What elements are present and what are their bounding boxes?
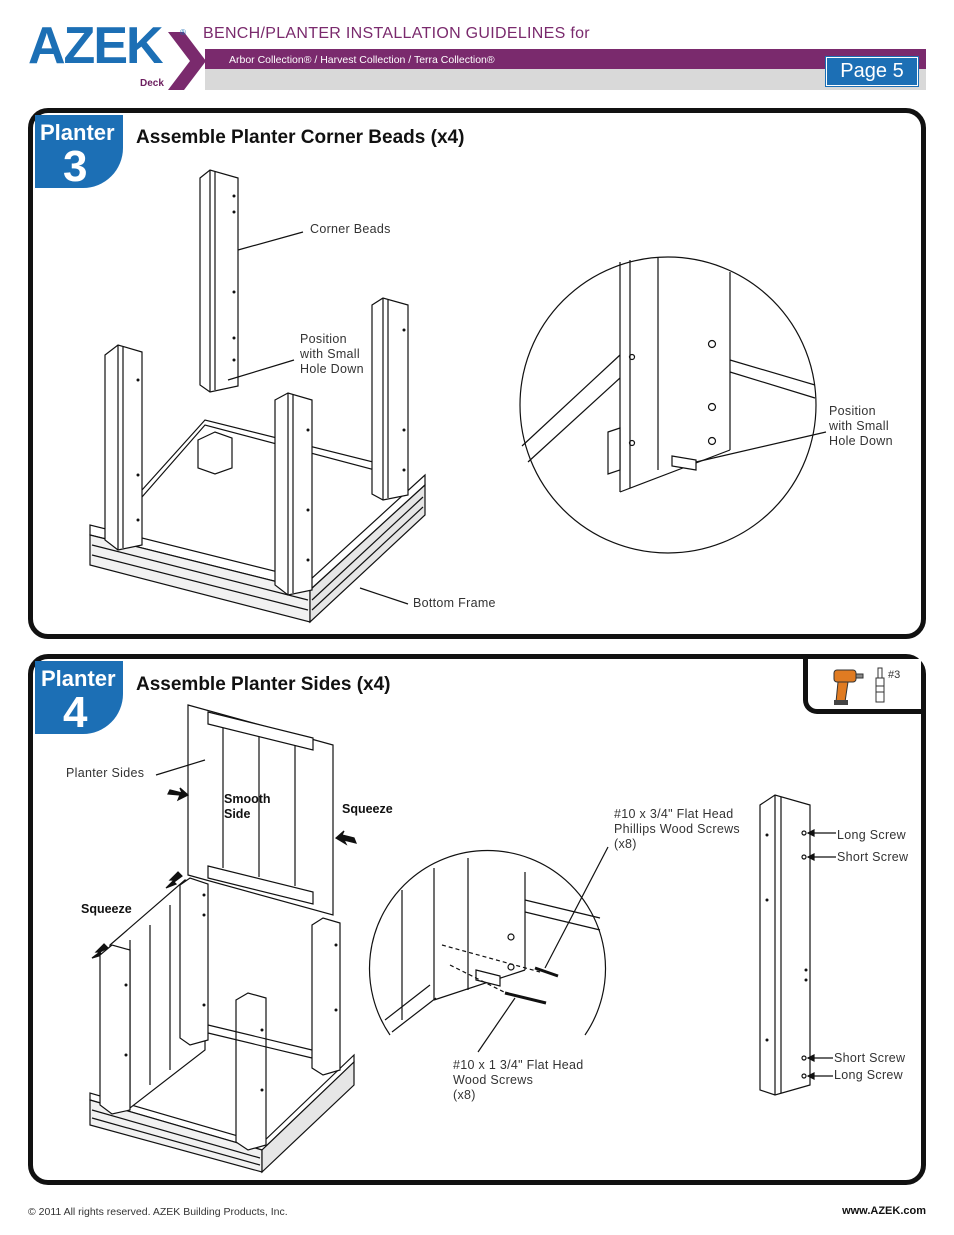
tool-bit-label: #3 (888, 669, 901, 681)
callout-line: Wood Screws (453, 1073, 534, 1087)
callout-screws-top: #10 x 3/4" Flat Head Phillips Wood Screw… (614, 807, 740, 852)
logo-chevron-icon (168, 32, 206, 90)
step3-planter-illustration (89, 169, 827, 624)
step4-word: Planter (41, 666, 116, 691)
screwdriver-bit-icon (875, 667, 885, 703)
collections-subtitle: Arbor Collection® / Harvest Collection /… (229, 54, 495, 66)
drill-icon (833, 669, 864, 705)
header-grey-band (205, 69, 926, 90)
step3-title: Assemble Planter Corner Beads (x4) (136, 127, 465, 148)
step3-word: Planter (40, 120, 115, 145)
callout-line: Position (300, 332, 347, 346)
callout-short-screw-bottom: Short Screw (834, 1051, 906, 1065)
logo-registered-mark: ® (180, 28, 186, 37)
tool-box (803, 659, 921, 714)
header-purple-band (205, 49, 926, 69)
callout-line: (x8) (614, 837, 637, 851)
step4-tab: Planter 4 (35, 661, 123, 737)
callout-line: Hole Down (829, 434, 893, 448)
callout-position-small-hole-1: Position with Small Hole Down (300, 332, 364, 377)
callout-smooth-side: Smooth Side (224, 792, 271, 822)
callout-line: with Small (829, 419, 889, 433)
logo-deck-label: Deck (140, 78, 164, 89)
callout-long-screw-bottom: Long Screw (834, 1068, 904, 1082)
callout-squeeze-right: Squeeze (342, 802, 393, 816)
step4-planter-illustration (89, 704, 836, 1174)
footer-copyright: © 2011 All rights reserved. AZEK Buildin… (28, 1206, 288, 1218)
callout-line: Hole Down (300, 362, 364, 376)
document-title: BENCH/PLANTER INSTALLATION GUIDELINES fo… (203, 25, 590, 42)
callout-short-screw-top: Short Screw (837, 850, 909, 864)
callout-long-screw-top: Long Screw (837, 828, 907, 842)
callout-position-small-hole-2: Position with Small Hole Down (829, 404, 893, 449)
callout-line: #10 x 1 3/4" Flat Head (453, 1058, 584, 1072)
page-number-badge: Page 5 (826, 57, 918, 86)
callout-line: Phillips Wood Screws (614, 822, 740, 836)
step4-title: Assemble Planter Sides (x4) (136, 674, 391, 695)
callout-corner-beads: Corner Beads (310, 222, 391, 236)
callout-bottom-frame: Bottom Frame (413, 596, 496, 610)
callout-squeeze-left: Squeeze (81, 902, 132, 916)
step3-number: 3 (63, 142, 88, 191)
callout-line: (x8) (453, 1088, 476, 1102)
callout-screws-bottom: #10 x 1 3/4" Flat Head Wood Screws (x8) (453, 1058, 584, 1103)
step4-number: 4 (63, 688, 88, 737)
callout-line: Side (224, 807, 251, 821)
azek-logo: AZEK (28, 17, 164, 75)
callout-line: #10 x 3/4" Flat Head (614, 807, 734, 821)
callout-line: Smooth (224, 792, 271, 806)
callout-line: with Small (300, 347, 360, 361)
step3-tab: Planter 3 (35, 115, 123, 191)
footer-website-link[interactable]: www.AZEK.com (842, 1205, 926, 1217)
callout-line: Position (829, 404, 876, 418)
callout-planter-sides: Planter Sides (66, 766, 145, 780)
